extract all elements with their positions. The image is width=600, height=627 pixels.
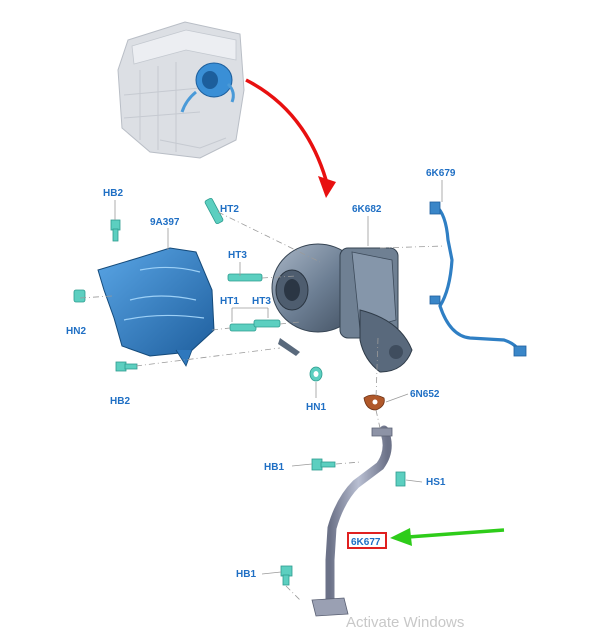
label-hs1: HS1 — [426, 477, 446, 488]
label-hb2-bottom: HB2 — [110, 396, 130, 407]
bolt-hb2-bottom — [115, 361, 138, 372]
turbocharger-icon — [271, 243, 413, 373]
green-pointer-arrow — [390, 528, 505, 546]
label-6k682: 6K682 — [352, 204, 382, 215]
label-9a397: 9A397 — [150, 217, 180, 228]
red-pointer-arrow — [245, 78, 336, 198]
bolt-hb2-top — [110, 219, 121, 242]
oil-return-pipe-6k677 — [311, 425, 393, 617]
label-hb1-bottom: HB1 — [236, 569, 256, 580]
nut-hn2 — [73, 289, 86, 303]
gasket-6n652 — [363, 394, 385, 411]
label-hn1: HN1 — [306, 402, 326, 413]
turbocharger-highlight-icon — [180, 62, 235, 113]
heat-shield-9a397 — [97, 247, 215, 367]
stud-ht2 — [204, 197, 224, 225]
label-hn2: HN2 — [66, 326, 86, 337]
label-ht1: HT1 — [220, 296, 239, 307]
engine-block-icon — [117, 21, 245, 159]
label-6k679: 6K679 — [426, 168, 456, 179]
oil-feed-tube-6k679 — [429, 201, 527, 357]
label-6n652: 6N652 — [410, 389, 440, 400]
label-ht3-top: HT3 — [228, 250, 247, 261]
stud-ht3-top — [227, 273, 263, 282]
label-ht3-mid: HT3 — [252, 296, 271, 307]
label-hb1-mid: HB1 — [264, 462, 284, 473]
label-ht2: HT2 — [220, 204, 239, 215]
highlighted-part-label: 6K677 — [347, 532, 387, 549]
watermark-text: Activate Windows — [346, 614, 464, 627]
bolt-hb1-bottom — [280, 565, 293, 586]
stud-hs1 — [395, 471, 406, 487]
stud-ht1 — [229, 323, 257, 332]
nut-hn1 — [309, 366, 323, 382]
stud-ht3-mid — [253, 319, 281, 328]
bolt-hb1-mid — [311, 458, 336, 471]
leader-lines — [79, 180, 445, 601]
label-hb2-top: HB2 — [103, 188, 123, 199]
label-6k677: 6K677 — [351, 537, 381, 548]
